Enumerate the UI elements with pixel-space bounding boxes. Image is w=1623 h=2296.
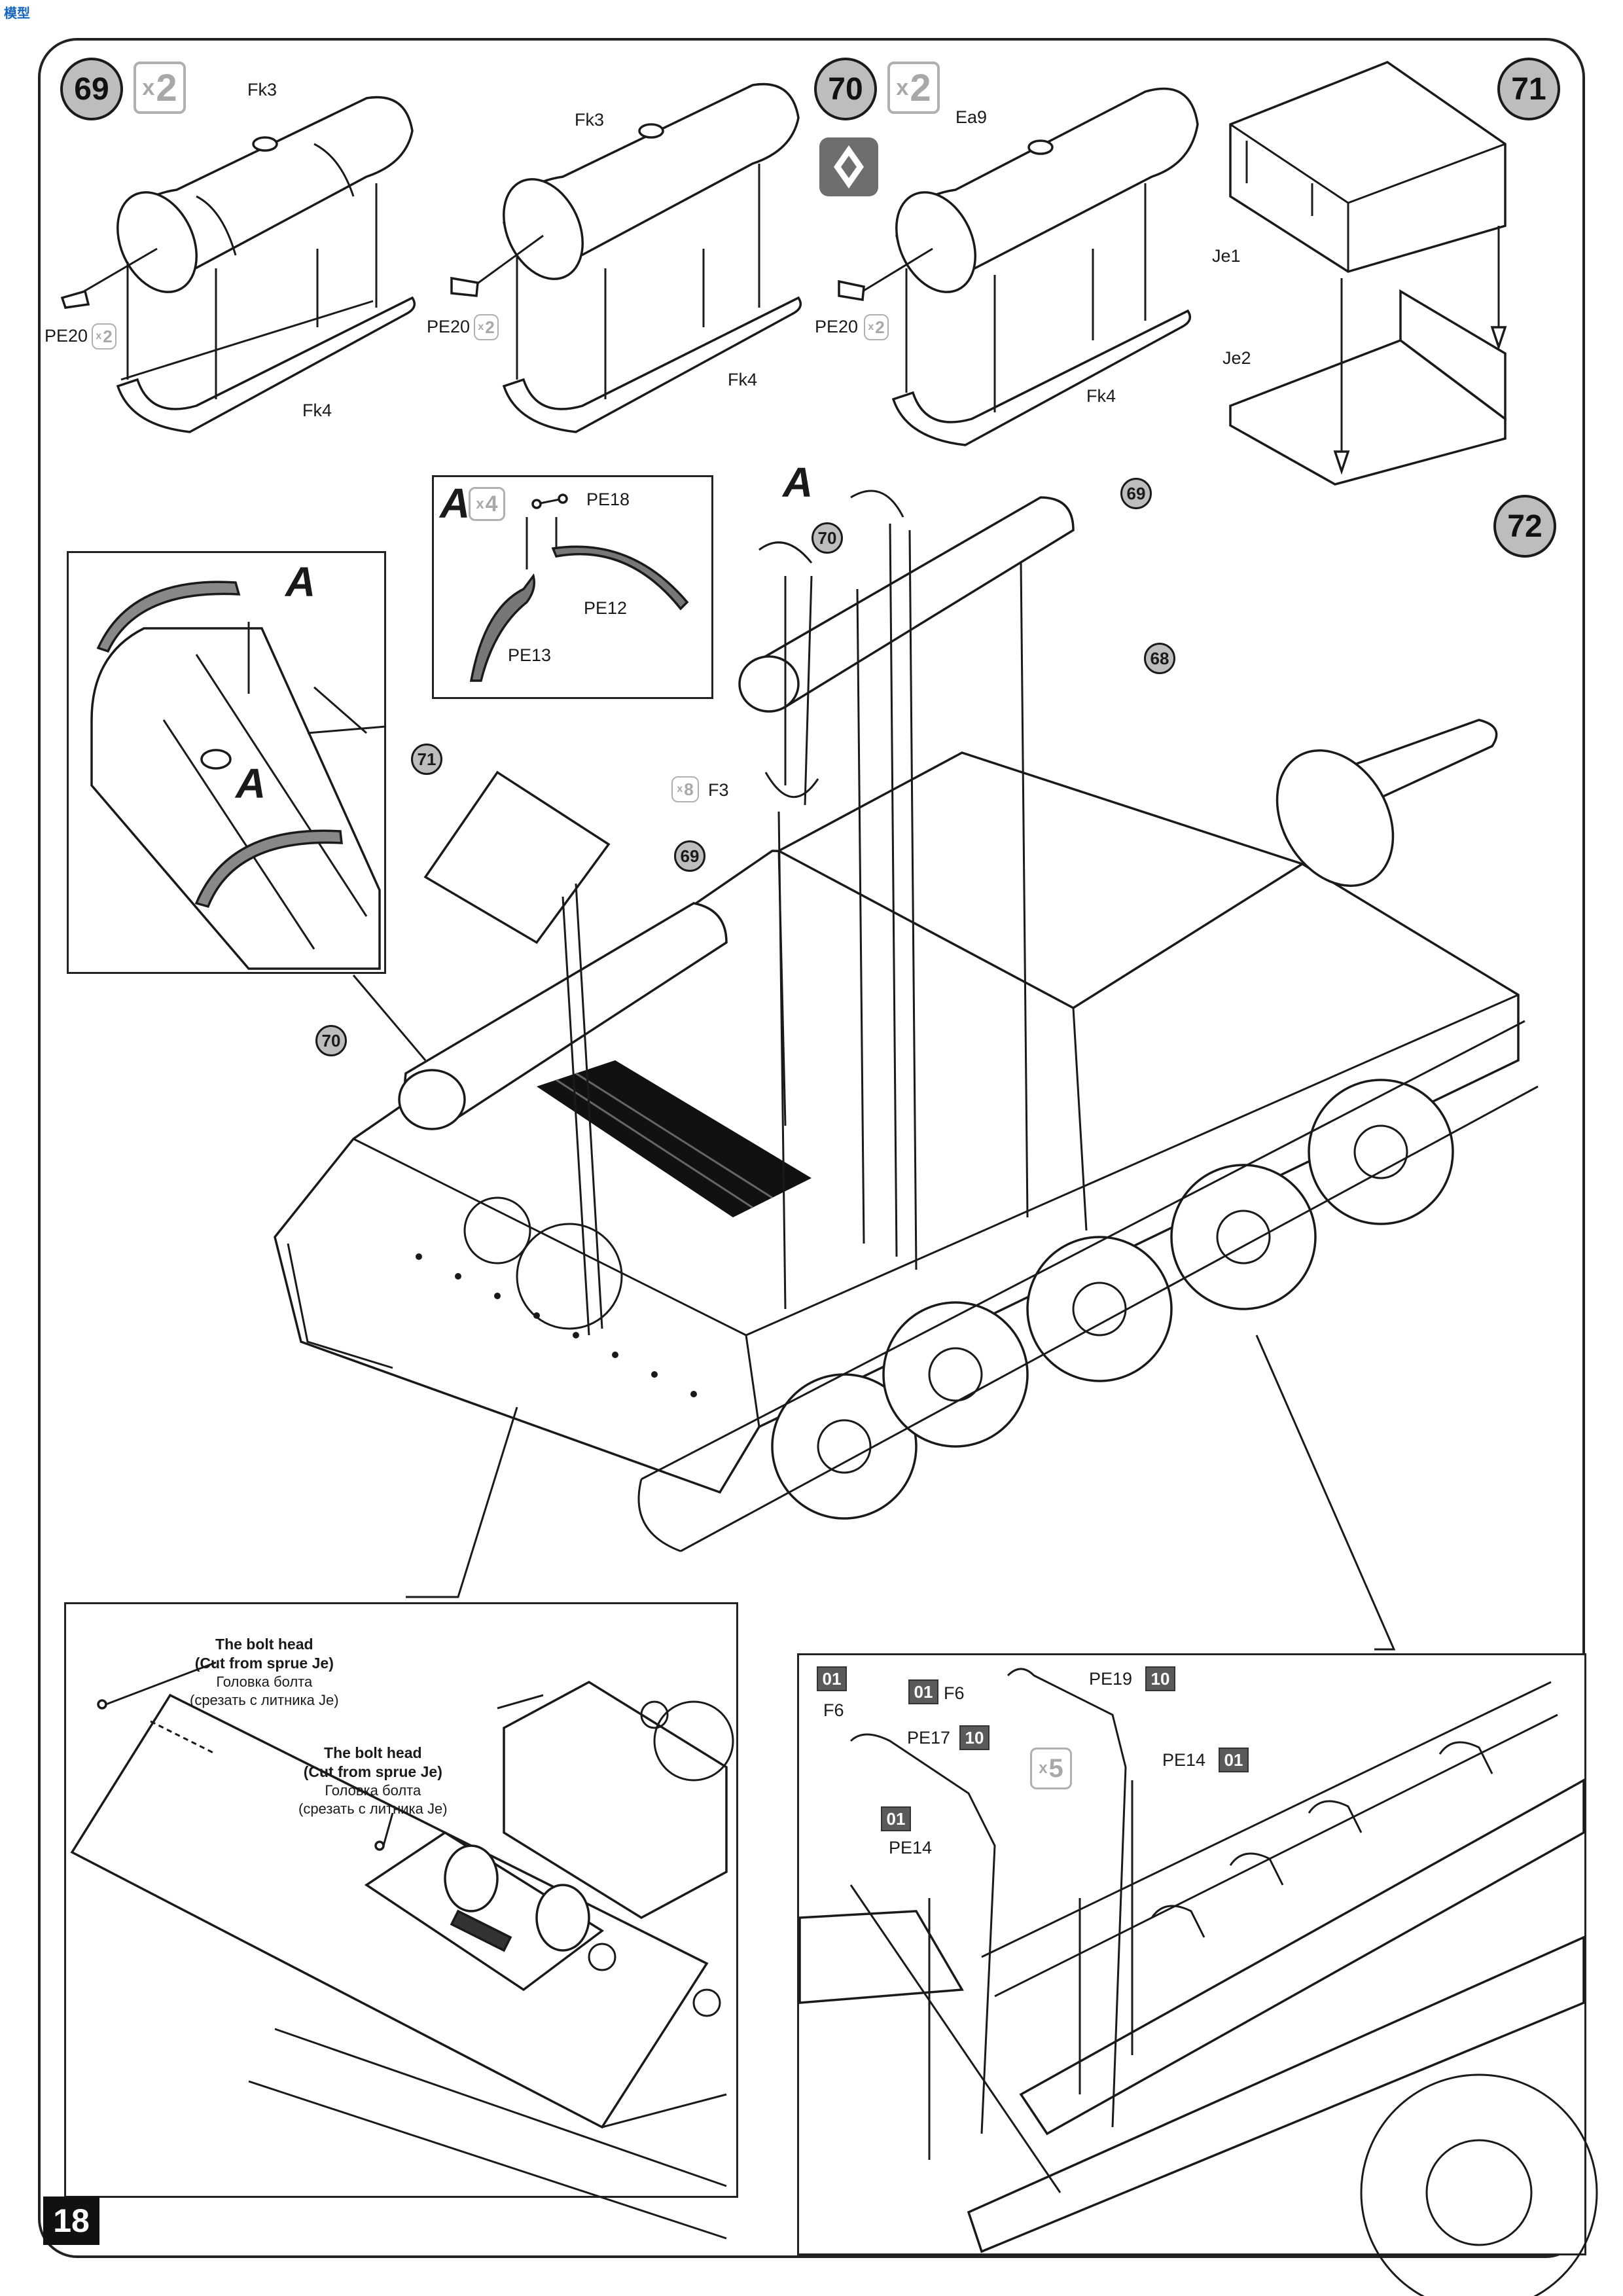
label-ea9: Ea9: [955, 107, 988, 127]
label-fk3: Fk3: [247, 80, 277, 99]
ref-70-top: 70: [812, 522, 843, 554]
label-pe12: PE12: [584, 598, 628, 618]
tag-01-c: 01: [881, 1806, 911, 1831]
bolt-head-note-1: The bolt head(Cut from sprue Je)Головка …: [190, 1636, 339, 1708]
label-pe20-c: PE20: [815, 317, 859, 336]
label-fk4-b: Fk4: [728, 370, 758, 389]
page-frame: [38, 38, 1585, 2258]
tag-10-a: 10: [1145, 1666, 1175, 1691]
label-f6-b: F6: [944, 1683, 965, 1703]
step-70-badge: 70: [814, 58, 877, 120]
label-fk4-c: Fk4: [1086, 386, 1116, 406]
label-pe17: PE17: [907, 1728, 951, 1748]
label-fk3-b: Fk3: [575, 110, 605, 130]
detail-a-label-1: A: [285, 558, 316, 605]
label-pe13: PE13: [508, 645, 552, 665]
publisher-logo: 模型: [4, 7, 30, 21]
label-pe18: PE18: [586, 490, 630, 509]
detail-a-label-2: A: [236, 760, 266, 807]
label-je1: Je1: [1212, 246, 1241, 266]
ref-70: 70: [315, 1025, 347, 1056]
tag-01-d: 01: [1219, 1748, 1249, 1772]
ref-69-top: 69: [1120, 478, 1152, 509]
label-pe20: PE20: [45, 326, 88, 346]
label-fk4: Fk4: [302, 401, 332, 420]
label-f6-a: F6: [823, 1700, 844, 1720]
tag-10-b: 10: [959, 1725, 990, 1750]
label-f3: F3: [708, 780, 729, 800]
tag-01-a: 01: [817, 1666, 847, 1691]
label-pe19: PE19: [1089, 1669, 1133, 1689]
label-pe14-b: PE14: [1162, 1750, 1206, 1770]
ref-71: 71: [411, 744, 442, 775]
label-pe14-a: PE14: [889, 1838, 933, 1857]
ref-69: 69: [674, 840, 705, 872]
tag-01-b: 01: [908, 1679, 938, 1704]
label-pe20-b: PE20: [427, 317, 471, 336]
sub-a-letter: A: [440, 480, 471, 527]
page-number: 18: [43, 2197, 99, 2245]
label-je2: Je2: [1222, 348, 1251, 368]
step-69-badge: 69: [60, 58, 123, 120]
glue-icon: [819, 137, 878, 196]
main-a-label-1: A: [783, 459, 813, 506]
ref-68: 68: [1144, 643, 1175, 674]
step-72-badge: 72: [1493, 495, 1556, 558]
bolt-head-note-2: The bolt head(Cut from sprue Je)Головка …: [298, 1744, 448, 1817]
step-71-badge: 71: [1497, 58, 1560, 120]
